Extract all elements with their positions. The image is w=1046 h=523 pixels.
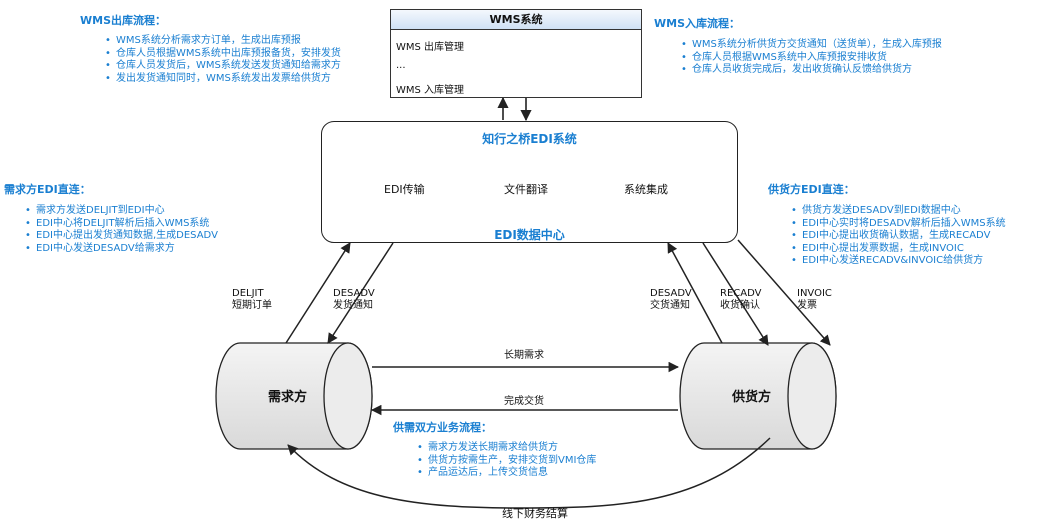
- list-item: WMS系统分析供货方交货通知（送货单），生成入库预报: [680, 39, 942, 52]
- list-item: WMS系统分析需求方订单，生成出库预报: [104, 35, 341, 48]
- invoic-arrow: [737, 239, 831, 346]
- desadv-out-code: DESADV: [333, 288, 375, 299]
- wms-ellipsis-row: ...: [396, 60, 406, 71]
- settlement-curve: [287, 437, 771, 509]
- list-item: EDI中心发送RECADV&INVOIC给供货方: [790, 255, 1006, 268]
- edi-center-box: 知行之桥EDI系统 EDI数据中心: [321, 121, 738, 243]
- recadv-name: 收货确认: [720, 300, 760, 311]
- supplier-edi-list: 供货方发送DESADV到EDI数据中心 EDI中心实时将DESADV解析后插入W…: [790, 205, 1006, 268]
- desadv-out-label: DESADV 发货通知: [333, 288, 375, 312]
- inbound-flow-list: WMS系统分析供货方交货通知（送货单），生成入库预报 仓库人员根据WMS系统中入…: [680, 39, 942, 77]
- recadv-label: RECADV 收货确认: [720, 288, 761, 312]
- desadv-in-name: 交货通知: [650, 300, 690, 311]
- demand-party-label: 需求方: [268, 390, 308, 405]
- invoic-name: 发票: [797, 300, 817, 311]
- list-item: 发出发货通知同时，WMS系统发出发票给供货方: [104, 73, 341, 86]
- list-item: 仓库人员根据WMS系统中出库预报备货，安排发货: [104, 48, 341, 61]
- stage-system-integration: 系统集成: [624, 183, 668, 196]
- recadv-arrow: [702, 242, 769, 346]
- desadv-in-label: DESADV 交货通知: [650, 288, 692, 312]
- demand-edi-list: 需求方发送DELJIT到EDI中心 EDI中心将DELJIT解析后插入WMS系统…: [24, 205, 218, 255]
- list-item: 仓库人员收货完成后，发出收货确认反馈给供货方: [680, 64, 942, 77]
- list-item: EDI中心提出发货通知数据,生成DESADV: [24, 230, 218, 243]
- desadv-in-arrow: [667, 242, 723, 344]
- desadv-in-code: DESADV: [650, 288, 692, 299]
- list-item: 仓库人员发货后，WMS系统发送发货通知给需求方: [104, 60, 341, 73]
- invoic-label: INVOIC 发票: [797, 288, 832, 312]
- deljit-code: DELJIT: [232, 288, 264, 299]
- list-item: 供货方发送DESADV到EDI数据中心: [790, 205, 1006, 218]
- deljit-arrow: [285, 242, 351, 344]
- supplier-party-label: 供货方: [732, 390, 772, 405]
- wms-inbound-row: WMS 入库管理: [396, 85, 465, 96]
- list-item: 供货方按需生产，安排交货到VMI仓库: [416, 455, 596, 468]
- wms-outbound-row: WMS 出库管理: [396, 42, 465, 53]
- invoic-code: INVOIC: [797, 288, 832, 299]
- settlement-label: 线下财务结算: [502, 507, 568, 520]
- demand-cylinder: [215, 342, 373, 450]
- supplier-cylinder: [679, 342, 837, 450]
- demand-edi-title: 需求方EDI直连：: [4, 183, 91, 196]
- edi-data-center-label: EDI数据中心: [494, 228, 565, 242]
- list-item: 需求方发送长期需求给供货方: [416, 442, 596, 455]
- desadv-out-name: 发货通知: [333, 300, 373, 311]
- business-flow-title: 供需双方业务流程：: [393, 421, 492, 434]
- inbound-flow-title: WMS入库流程：: [654, 17, 741, 30]
- recadv-code: RECADV: [720, 288, 762, 299]
- outbound-flow-list: WMS系统分析需求方订单，生成出库预报 仓库人员根据WMS系统中出库预报备货，安…: [104, 35, 341, 85]
- list-item: EDI中心将DELJIT解析后插入WMS系统: [24, 218, 218, 231]
- wms-system-title: WMS系统: [391, 10, 641, 30]
- list-item: EDI中心提出收货确认数据，生成RECADV: [790, 230, 1006, 243]
- list-item: 仓库人员根据WMS系统中入库预报安排收货: [680, 52, 942, 65]
- supplier-edi-title: 供货方EDI直连：: [768, 183, 855, 196]
- business-flow-list: 需求方发送长期需求给供货方 供货方按需生产，安排交货到VMI仓库 产品运达后，上…: [416, 442, 596, 480]
- delivery-label: 完成交货: [504, 396, 544, 407]
- list-item: 产品运达后，上传交货信息: [416, 467, 596, 480]
- desadv-out-arrow: [327, 242, 394, 344]
- list-item: 需求方发送DELJIT到EDI中心: [24, 205, 218, 218]
- deljit-label: DELJIT 短期订单: [232, 288, 272, 312]
- list-item: EDI中心发送DESADV给需求方: [24, 243, 218, 256]
- long-demand-label: 长期需求: [504, 350, 544, 361]
- stage-file-translate: 文件翻译: [504, 183, 548, 196]
- edi-system-title: 知行之桥EDI系统: [482, 132, 577, 146]
- wms-system-box: WMS系统 WMS 出库管理 ... WMS 入库管理: [390, 9, 642, 98]
- outbound-flow-title: WMS出库流程：: [80, 14, 167, 27]
- deljit-name: 短期订单: [232, 300, 272, 311]
- list-item: EDI中心实时将DESADV解析后插入WMS系统: [790, 218, 1006, 231]
- stage-edi-transfer: EDI传输: [384, 183, 425, 196]
- list-item: EDI中心提出发票数据，生成INVOIC: [790, 243, 1006, 256]
